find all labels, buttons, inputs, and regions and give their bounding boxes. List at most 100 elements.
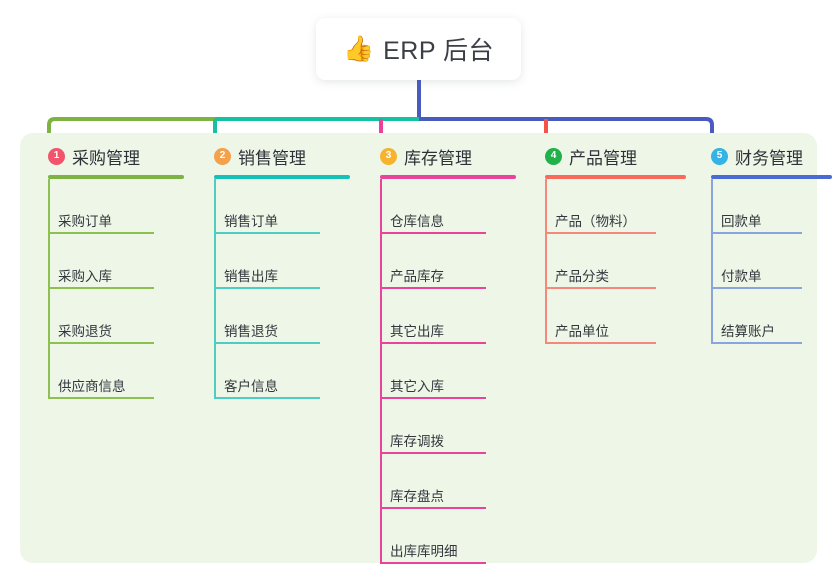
branch-item-label: 采购入库 [58,269,112,284]
branch-item[interactable]: 库存盘点 [366,454,516,509]
branch-column: 2 销售管理销售订单销售出库销售退货客户信息 [200,143,350,399]
branch-item[interactable]: 仓库信息 [366,179,516,234]
branch-item-underline [380,507,486,509]
branch-number-badge: 3 [380,147,397,165]
branch-item[interactable]: 库存调拨 [366,399,516,454]
branch-item[interactable]: 采购入库 [34,234,184,289]
branch-number-badge: 2 [214,147,231,165]
branch-item-list: 产品（物料） 产品分类产品单位 [531,179,686,344]
branch-item-underline [48,342,154,344]
branch-item-list: 回款单付款单结算账户 [697,179,832,344]
branch-underline [711,175,832,179]
branch-header[interactable]: 3 库存管理 [366,143,516,169]
branches-panel [20,133,817,563]
branch-item-underline [214,232,320,234]
branch-item[interactable]: 销售出库 [200,234,350,289]
branch-underline [214,175,350,179]
branch-item[interactable]: 采购订单 [34,179,184,234]
branch-title: 库存管理 [404,148,472,168]
branch-item-label: 库存调拨 [390,434,444,449]
branch-item-label: 其它出库 [390,324,444,339]
branch-item-underline [48,397,154,399]
branch-item-label: 销售出库 [224,269,278,284]
branch-item-label: 客户信息 [224,379,278,394]
branch-item-label: 付款单 [721,269,762,284]
branch-spine [711,179,713,344]
branch-underline [545,175,686,179]
branch-header[interactable]: 5 财务管理 [697,143,832,169]
branch-item-underline [380,232,486,234]
branch-title: 采购管理 [72,148,140,168]
branch-item[interactable]: 付款单 [697,234,832,289]
branch-item[interactable]: 销售退货 [200,289,350,344]
branch-item[interactable]: 采购退货 [34,289,184,344]
branch-item-label: 产品（物料） [555,214,636,229]
branch-item-underline [48,287,154,289]
branch-item-label: 库存盘点 [390,489,444,504]
branch-item-underline [214,397,320,399]
root-node[interactable]: 👍 ERP 后台 [316,18,521,80]
branch-item-underline [545,232,656,234]
branch-spine [48,179,50,399]
branch-number-badge: 5 [711,147,728,165]
branch-title: 财务管理 [735,148,803,168]
branch-item-label: 其它入库 [390,379,444,394]
branch-item[interactable]: 产品单位 [531,289,686,344]
branch-item-label: 回款单 [721,214,762,229]
branch-item-list: 销售订单销售出库销售退货客户信息 [200,179,350,399]
branch-item[interactable]: 出库库明细 [366,509,516,564]
branch-item[interactable]: 客户信息 [200,344,350,399]
branch-item[interactable]: 回款单 [697,179,832,234]
branch-item[interactable]: 产品库存 [366,234,516,289]
branch-item[interactable]: 供应商信息 [34,344,184,399]
branch-item-label: 产品库存 [390,269,444,284]
branch-item-label: 仓库信息 [390,214,444,229]
branch-column: 4 产品管理产品（物料） 产品分类产品单位 [531,143,686,344]
branch-item-list: 采购订单采购入库采购退货供应商信息 [34,179,184,399]
branch-item-underline [711,232,802,234]
branch-item[interactable]: 销售订单 [200,179,350,234]
branch-item-label: 采购订单 [58,214,112,229]
branch-item[interactable]: 产品分类 [531,234,686,289]
branch-item-label: 采购退货 [58,324,112,339]
branch-spine [214,179,216,399]
branch-column: 3 库存管理仓库信息产品库存其它出库其它入库库存调拨库存盘点出库库明细 [366,143,516,564]
branch-item[interactable]: 其它出库 [366,289,516,344]
branch-spine [380,179,382,564]
branch-item-underline [380,452,486,454]
branch-column: 1 采购管理采购订单采购入库采购退货供应商信息 [34,143,184,399]
branch-item-underline [545,342,656,344]
branch-column: 5 财务管理回款单付款单结算账户 [697,143,832,344]
branch-number-badge: 4 [545,147,562,165]
branch-item-label: 结算账户 [721,324,775,339]
root-title: ERP 后台 [383,37,495,65]
branch-item-underline [711,287,802,289]
branch-item-list: 仓库信息产品库存其它出库其它入库库存调拨库存盘点出库库明细 [366,179,516,564]
branch-header[interactable]: 1 采购管理 [34,143,184,169]
branch-item[interactable]: 结算账户 [697,289,832,344]
branch-number-badge: 1 [48,147,65,165]
branch-underline [48,175,184,179]
branch-header[interactable]: 4 产品管理 [531,143,686,169]
branch-item-underline [214,342,320,344]
branch-item[interactable]: 产品（物料） [531,179,686,234]
branch-item-underline [545,287,656,289]
branch-item-label: 销售退货 [224,324,278,339]
thumbs-up-icon: 👍 [342,34,375,63]
branch-item-label: 产品分类 [555,269,609,284]
branch-title: 产品管理 [569,148,637,168]
branch-item-underline [380,397,486,399]
branch-item-underline [48,232,154,234]
branch-item-underline [214,287,320,289]
branch-item-label: 产品单位 [555,324,609,339]
branch-header[interactable]: 2 销售管理 [200,143,350,169]
branch-item-underline [380,342,486,344]
branch-spine [545,179,547,344]
branch-title: 销售管理 [238,148,306,168]
branch-underline [380,175,516,179]
branch-item[interactable]: 其它入库 [366,344,516,399]
branch-item-label: 供应商信息 [58,379,126,394]
branch-item-label: 出库库明细 [390,544,458,559]
branch-item-underline [711,342,802,344]
